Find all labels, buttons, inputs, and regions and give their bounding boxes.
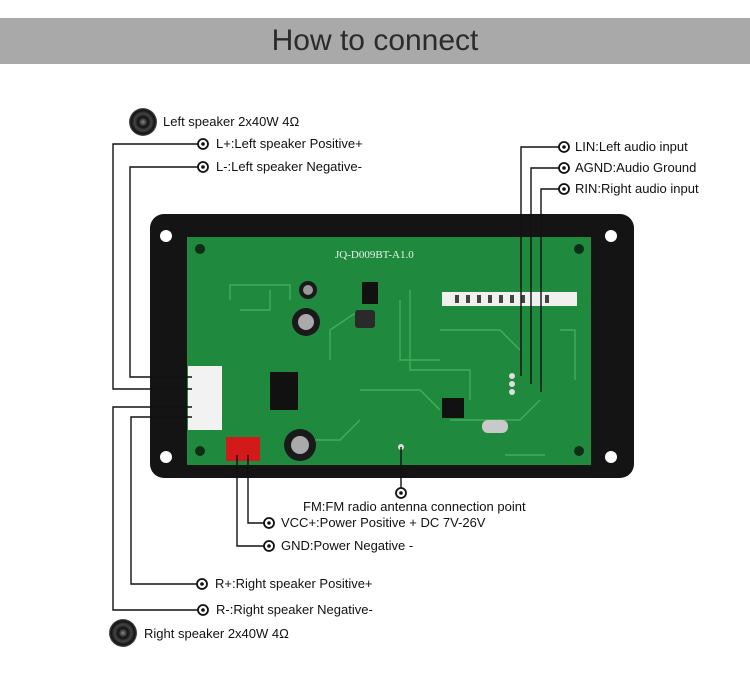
screw-hole-icon — [605, 451, 617, 463]
screw-icon — [195, 446, 205, 456]
left-speaker-connector — [188, 366, 222, 398]
screw-hole-icon — [605, 230, 617, 242]
r-plus-label: R+:Right speaker Positive+ — [215, 576, 373, 591]
ic-chip — [362, 282, 378, 304]
display-header — [442, 292, 577, 306]
capacitor — [292, 308, 320, 336]
power-connector — [226, 437, 260, 461]
gnd-label: GND:Power Negative - — [281, 538, 414, 553]
rin-pad — [509, 389, 515, 395]
r-minus-label: R-:Right speaker Negative- — [216, 602, 373, 617]
rin-label: RIN:Right audio input — [575, 181, 699, 196]
l-plus-label: L+:Left speaker Positive+ — [216, 136, 363, 151]
bluetooth-chip — [442, 398, 464, 418]
amplifier-chip — [270, 372, 298, 410]
screw-icon — [574, 446, 584, 456]
agnd-pad — [509, 381, 515, 387]
capacitor — [284, 429, 316, 461]
vcc-label: VCC+:Power Positive + DC 7V-26V — [281, 515, 486, 530]
header-banner: How to connect — [0, 18, 750, 64]
inductor — [355, 310, 375, 328]
crystal — [482, 420, 508, 433]
pcb — [187, 237, 591, 465]
screw-icon — [195, 244, 205, 254]
right-speaker-label: Right speaker 2x40W 4Ω — [144, 626, 289, 641]
right-speaker-connector — [188, 398, 222, 430]
l-minus-label: L-:Left speaker Negative- — [216, 159, 362, 174]
speaker-icon — [129, 108, 157, 136]
capacitor — [299, 281, 317, 299]
board-model-label: JQ-D009BT-A1.0 — [335, 249, 414, 261]
page-title: How to connect — [271, 24, 479, 57]
left-speaker-label: Left speaker 2x40W 4Ω — [163, 114, 300, 129]
agnd-label: AGND:Audio Ground — [575, 160, 697, 175]
pcb-traces — [229, 284, 576, 456]
lin-label: LIN:Left audio input — [575, 139, 688, 154]
connection-lines — [112, 143, 559, 611]
screw-icon — [574, 244, 584, 254]
speaker-icon — [109, 619, 137, 647]
lin-pad — [509, 373, 515, 379]
fm-label: FM:FM radio antenna connection point — [303, 499, 526, 514]
screw-hole-icon — [160, 230, 172, 242]
screw-hole-icon — [160, 451, 172, 463]
display-pins — [455, 295, 549, 303]
